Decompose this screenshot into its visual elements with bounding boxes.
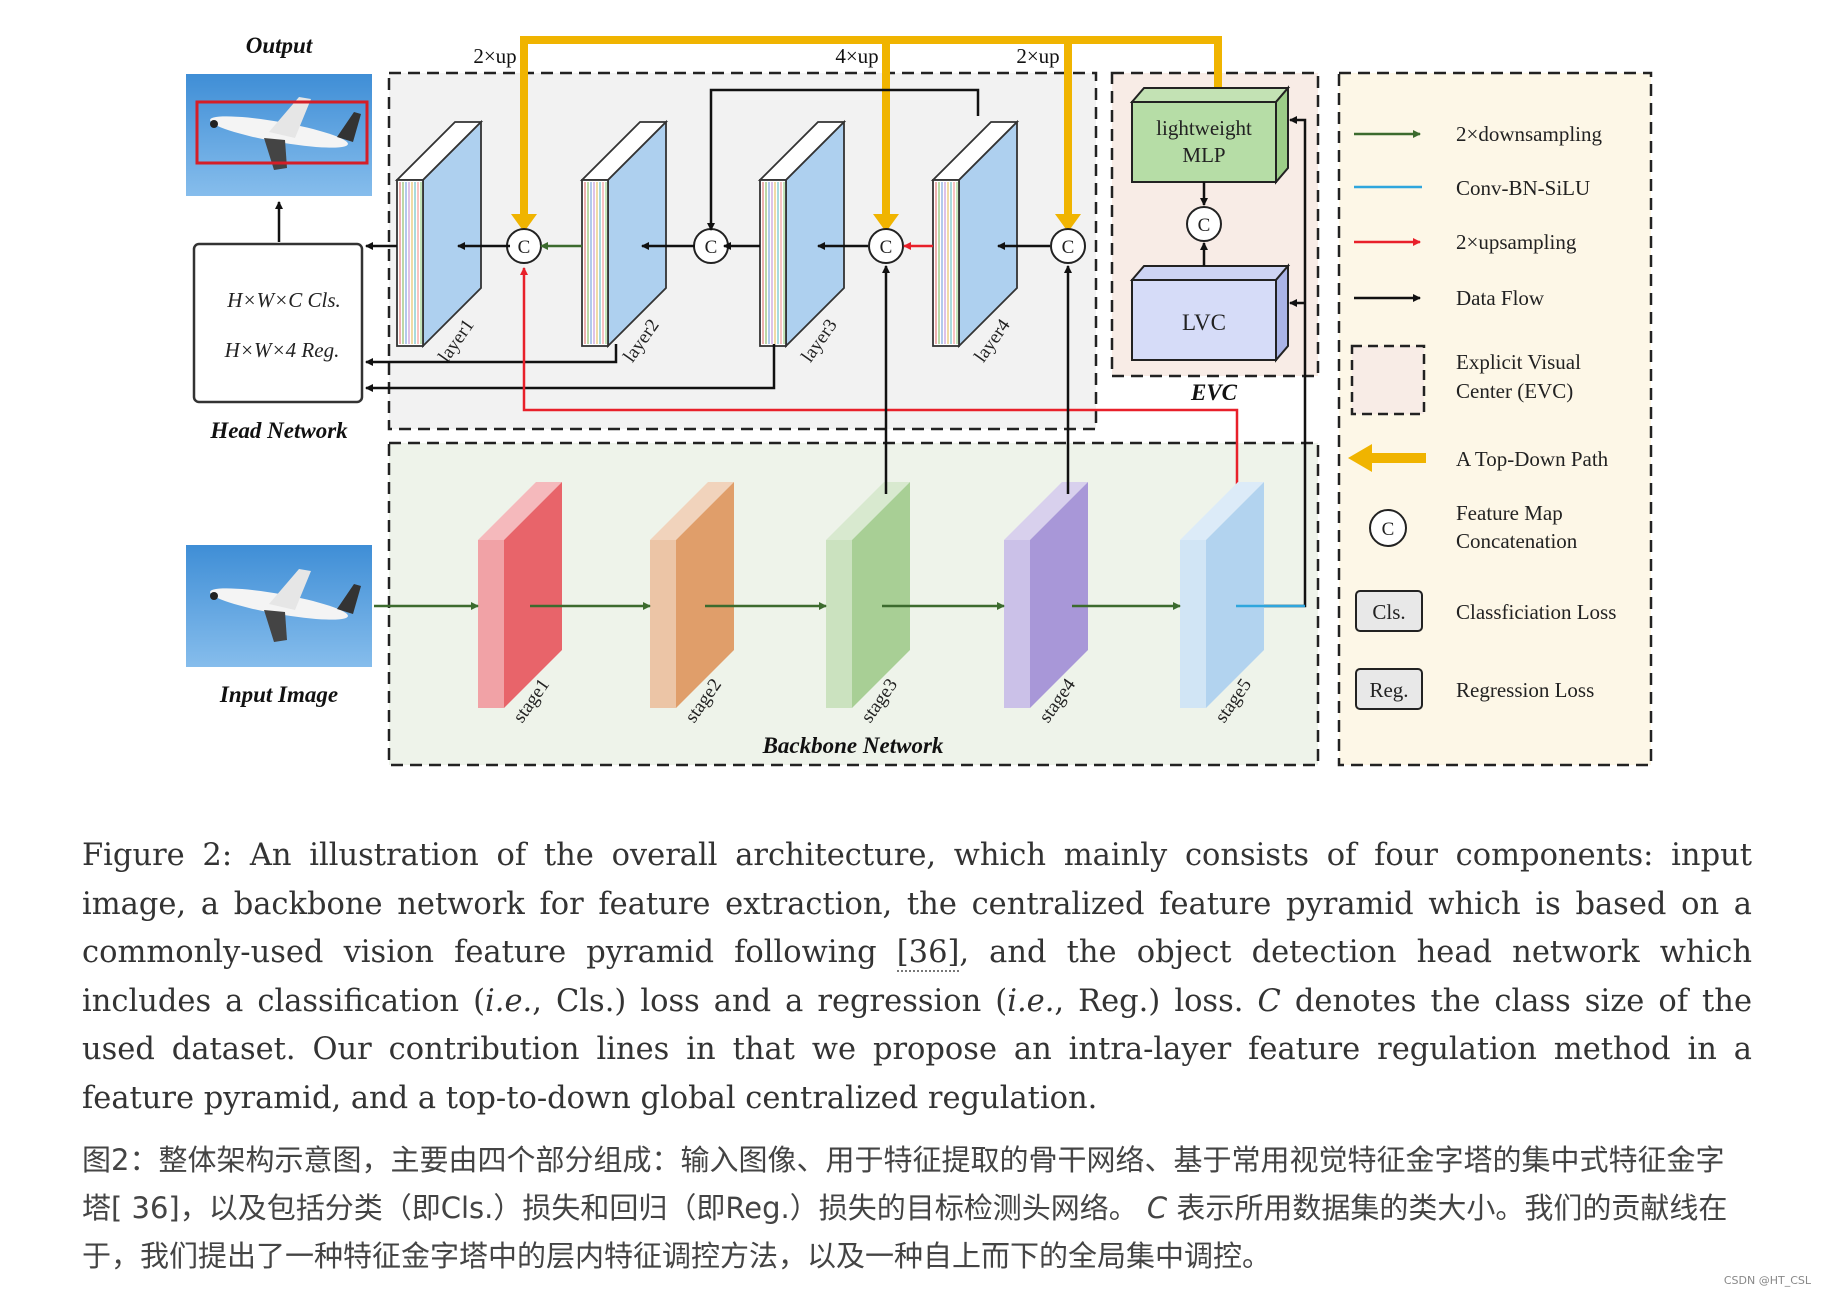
stage4: stage4 xyxy=(1004,482,1088,727)
legend-label-upsampling: 2×upsampling xyxy=(1456,230,1577,254)
caption-zh-part1: 图2：整体架构示意图，主要由四个部分组成：输入图像、用于特征提取的骨干网络、基于… xyxy=(82,1143,1725,1225)
caption-en-c: C xyxy=(1257,983,1281,1019)
concat-node-4: C xyxy=(1050,228,1086,264)
backbone-label: Backbone Network xyxy=(762,733,944,758)
concat-symbol: C xyxy=(1062,237,1075,258)
caption-en-ie2: i.e. xyxy=(1007,983,1055,1019)
legend: C Cls. Reg. 2×downsampling Conv-BN-SiLU … xyxy=(1348,122,1616,710)
up-label-3: 2×up xyxy=(1016,44,1059,68)
reg-box-text: Reg. xyxy=(1369,678,1408,702)
concat-node-3: C xyxy=(868,228,904,264)
cls-box-text: Cls. xyxy=(1372,600,1405,624)
layer4-to-concat2-path xyxy=(707,88,980,231)
detection-box xyxy=(195,100,369,165)
caption-en-part2: , and the object detection head network … xyxy=(82,935,1753,1019)
mlp-label-1: lightweight xyxy=(1156,116,1252,140)
evc-label: EVC xyxy=(1190,380,1238,405)
evc-concat-symbol: C xyxy=(1198,215,1211,236)
caption-english: Figure 2: An illustration of the overall… xyxy=(82,832,1752,1123)
concat-circle-icon xyxy=(1369,509,1407,547)
layer1: layer1 xyxy=(394,119,484,366)
layer3-to-head-path xyxy=(365,344,776,392)
legend-label-reg: Regression Loss xyxy=(1456,678,1594,702)
legend-label-downsampling: 2×downsampling xyxy=(1456,122,1603,146)
topdown-arrowhead xyxy=(511,214,537,232)
citation-link[interactable]: [36] xyxy=(896,935,960,972)
pyramid-flows xyxy=(365,88,1239,502)
reg-box-icon xyxy=(1355,668,1423,710)
mlp-label-2: MLP xyxy=(1182,143,1225,167)
legend-label-evc-2: Center (EVC) xyxy=(1456,379,1573,403)
concat-circle-symbol: C xyxy=(1382,519,1395,540)
legend-label-concat-2: Concatenation xyxy=(1456,529,1578,553)
output-label: Output xyxy=(246,33,313,58)
stage5-to-layer1-upsample-path xyxy=(520,267,1239,486)
topdown-arrowhead xyxy=(1055,214,1081,232)
stage5: stage5 xyxy=(1180,482,1264,727)
watermark: CSDN @HT_CSL xyxy=(1723,1274,1811,1287)
head-network-label: Head Network xyxy=(209,418,348,443)
evc-concat-circle xyxy=(1186,206,1222,242)
input-image-label: Input Image xyxy=(219,682,338,707)
lvc-label: LVC xyxy=(1182,310,1226,335)
caption-en-ie1: i.e. xyxy=(485,983,533,1019)
layer2-to-head-path xyxy=(365,344,618,366)
legend-panel xyxy=(1337,71,1653,767)
head-network-box xyxy=(192,242,364,404)
stage2: stage2 xyxy=(650,482,734,727)
legend-label-topdown: A Top-Down Path xyxy=(1456,447,1609,471)
concat-node-2: C xyxy=(693,228,729,264)
top-down-path xyxy=(520,36,1222,218)
stage1: stage1 xyxy=(478,482,562,727)
backbone-flows xyxy=(374,265,1305,610)
caption-en-part4: , Reg.) loss. xyxy=(1054,983,1258,1019)
caption-zh-c: C xyxy=(1146,1191,1168,1225)
lvc-block xyxy=(1129,263,1291,363)
head-reg-text: H×W×4 Reg. xyxy=(224,338,340,362)
yellow-arrow-icon xyxy=(1348,444,1426,472)
concat-symbol: C xyxy=(705,237,718,258)
caption-en-part3: , Cls.) loss and a regression ( xyxy=(532,983,1008,1019)
topdown-arrowhead xyxy=(873,214,899,232)
legend-label-evc-1: Explicit Visual xyxy=(1456,350,1581,374)
up-label-1: 2×up xyxy=(473,44,516,68)
architecture-diagram: 2×up 4×up 2×up Output Input Image H×W×C … xyxy=(186,33,1653,767)
lightweight-mlp-block xyxy=(1129,85,1291,185)
concat-node-1: C xyxy=(506,228,542,264)
dashed-box-icon xyxy=(1350,344,1426,416)
concat-symbol: C xyxy=(880,237,893,258)
legend-label-cls: Classficiation Loss xyxy=(1456,600,1616,624)
caption-zh-part2: 表示所用数据集的类大小。我们的贡献线在于，我们提出了一种特征金字塔中的层内特征调… xyxy=(82,1191,1728,1273)
legend-label-concat-1: Feature Map xyxy=(1456,501,1563,525)
up-label-2: 4×up xyxy=(835,44,878,68)
head-cls-text: H×W×C Cls. xyxy=(226,288,341,312)
airplane-icon xyxy=(210,97,361,170)
concat-symbol: C xyxy=(518,237,531,258)
layer3: layer3 xyxy=(757,119,847,366)
caption-en-part1: Figure 2: An illustration of the overall… xyxy=(82,838,1752,970)
legend-label-conv: Conv-BN-SiLU xyxy=(1456,176,1590,200)
input-image xyxy=(186,545,372,667)
caption-en-part5: denotes the class size of the used datas… xyxy=(82,983,1753,1116)
legend-label-dataflow: Data Flow xyxy=(1456,286,1545,310)
cls-box-icon xyxy=(1355,590,1423,632)
airplane-icon xyxy=(210,569,361,642)
output-image xyxy=(186,74,372,196)
caption-chinese: 图2：整体架构示意图，主要由四个部分组成：输入图像、用于特征提取的骨干网络、基于… xyxy=(82,1136,1752,1280)
